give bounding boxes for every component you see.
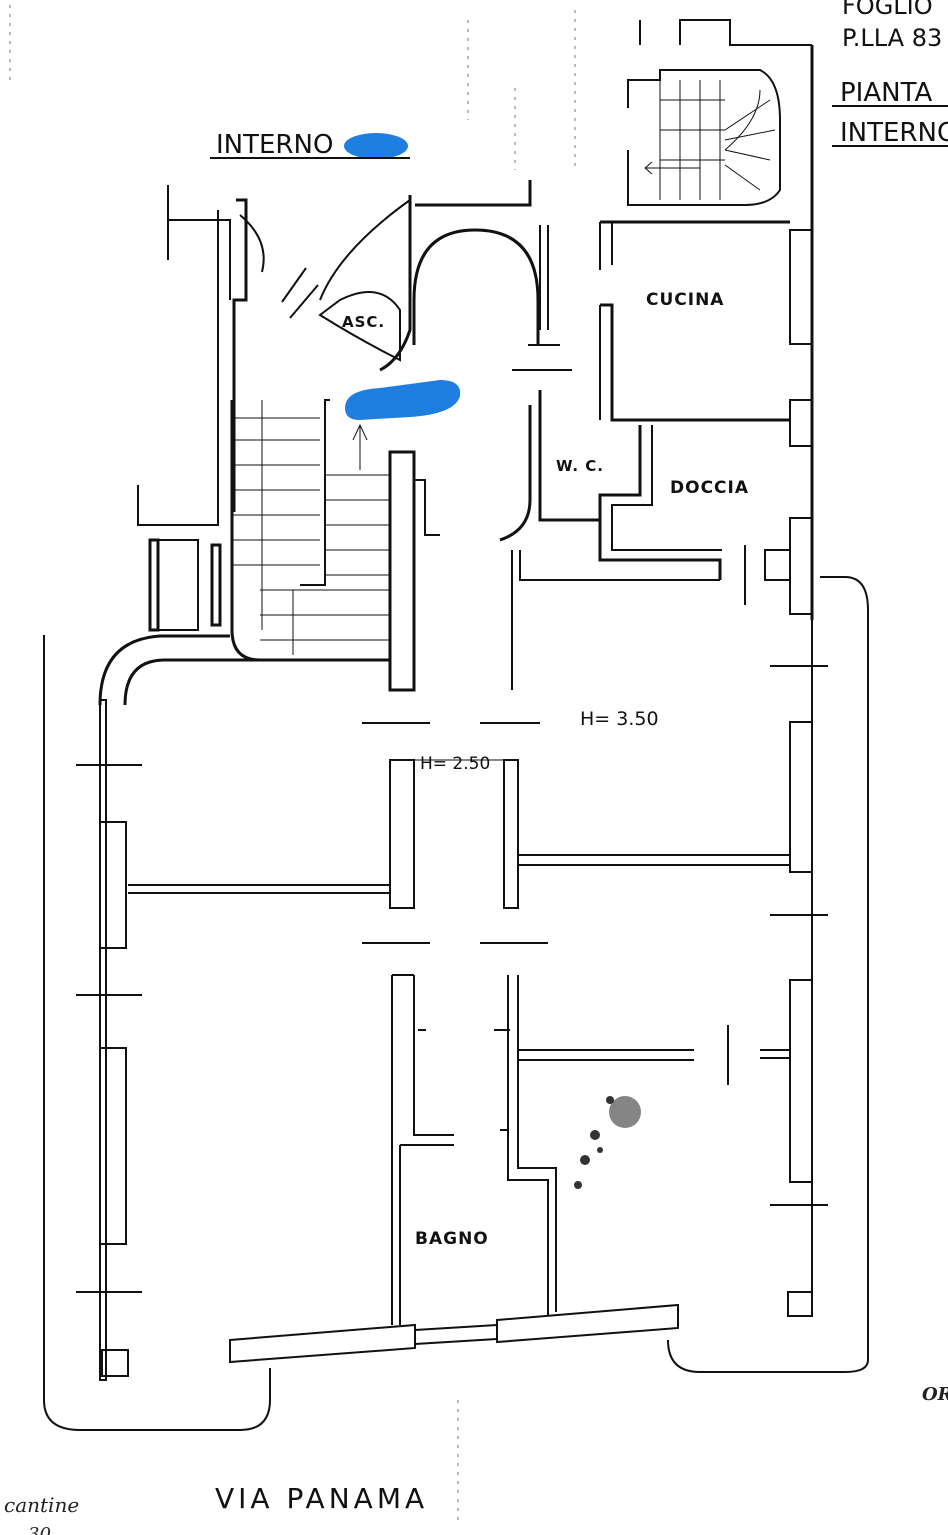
redaction-landing [345, 380, 461, 420]
underlines [210, 105, 948, 159]
redactions [344, 133, 461, 420]
label-asc: ASC. [342, 313, 385, 331]
label-or-mark: OR [922, 1384, 948, 1405]
sheet-foglio: FOGLIO [842, 0, 933, 20]
label-wc: W. C. [556, 457, 604, 475]
sheet-pianta: PIANTA [840, 78, 932, 108]
label-doccia: DOCCIA [670, 478, 749, 498]
label-height-main: H= 3.50 [580, 708, 659, 730]
label-cantine-num: 30 [28, 1524, 51, 1535]
walls [43, 19, 869, 1431]
label-cucina: CUCINA [646, 290, 724, 310]
label-height-corridor: H= 2.50 [420, 754, 490, 774]
stain [574, 1096, 641, 1189]
label-interno-top: INTERNO [216, 130, 333, 160]
construction-lines [9, 5, 576, 1520]
label-street: VIA PANAMA [215, 1482, 428, 1515]
label-bagno: BAGNO [415, 1229, 489, 1249]
redaction-interno [344, 133, 408, 159]
label-cantine: cantine [4, 1493, 79, 1517]
sheet-plla: P.LLA 83 [842, 24, 942, 52]
sheet-interno: INTERNO [840, 118, 948, 148]
